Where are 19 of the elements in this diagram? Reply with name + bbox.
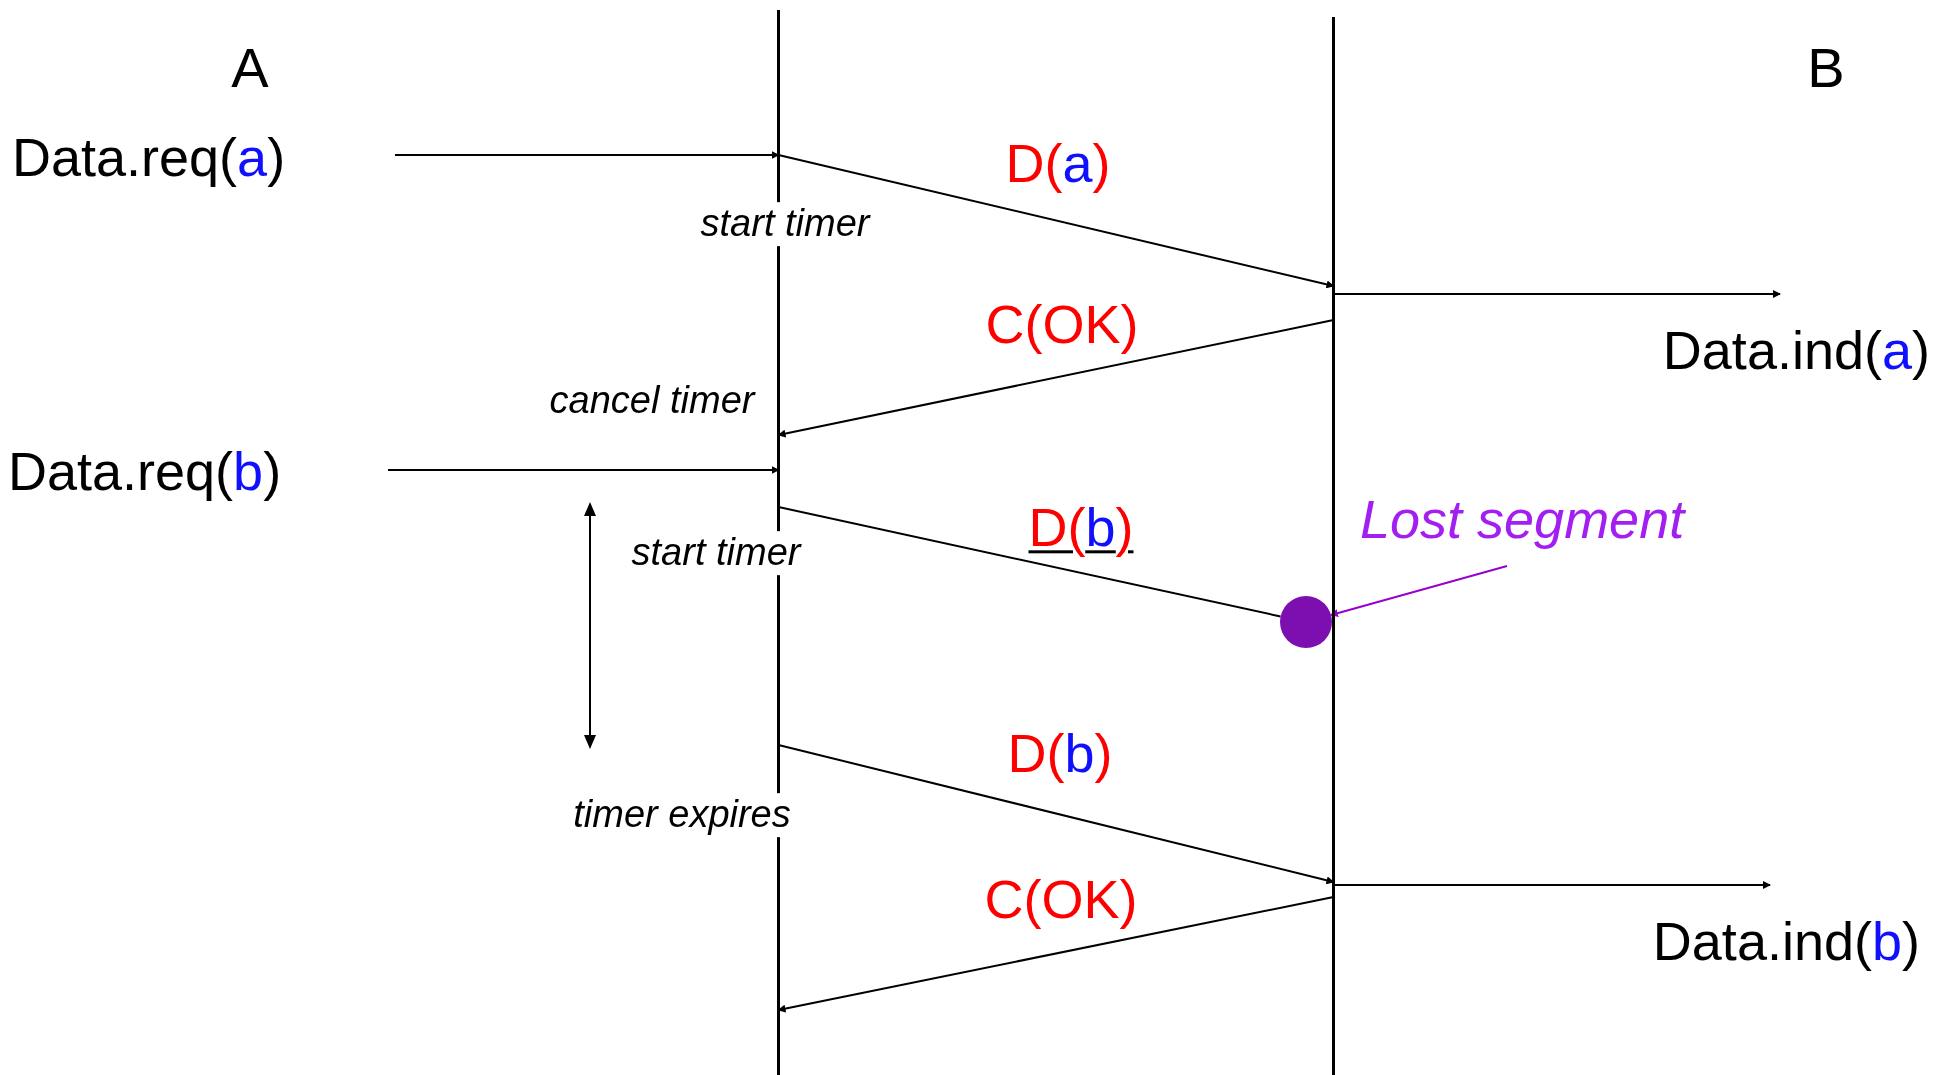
- lost-segment-dot: [1280, 596, 1332, 648]
- message-arrow: [387, 466, 780, 474]
- service-primitive: Data.ind(a): [1540, 294, 1930, 380]
- message-arrow: [777, 154, 1335, 289]
- service-primitive: Data.req(a): [12, 126, 395, 190]
- lifeline: [1332, 17, 1335, 1075]
- service-primitive: Data.req(b): [8, 440, 388, 504]
- message-arrow: [777, 896, 1335, 1013]
- message-arrow: [777, 744, 1335, 885]
- message-arrow: [394, 151, 780, 159]
- entity-label: A: [230, 35, 270, 101]
- message-arrow: [777, 319, 1335, 438]
- entity-label: B: [1806, 35, 1846, 101]
- service-primitive: Data.ind(b): [1530, 885, 1920, 971]
- timer-note: start timer: [628, 531, 804, 575]
- callout-text: Lost segment: [1360, 490, 1760, 566]
- message-arrow: [1332, 881, 1771, 889]
- timer-note: start timer: [697, 202, 873, 246]
- message-arrow: [1332, 290, 1781, 298]
